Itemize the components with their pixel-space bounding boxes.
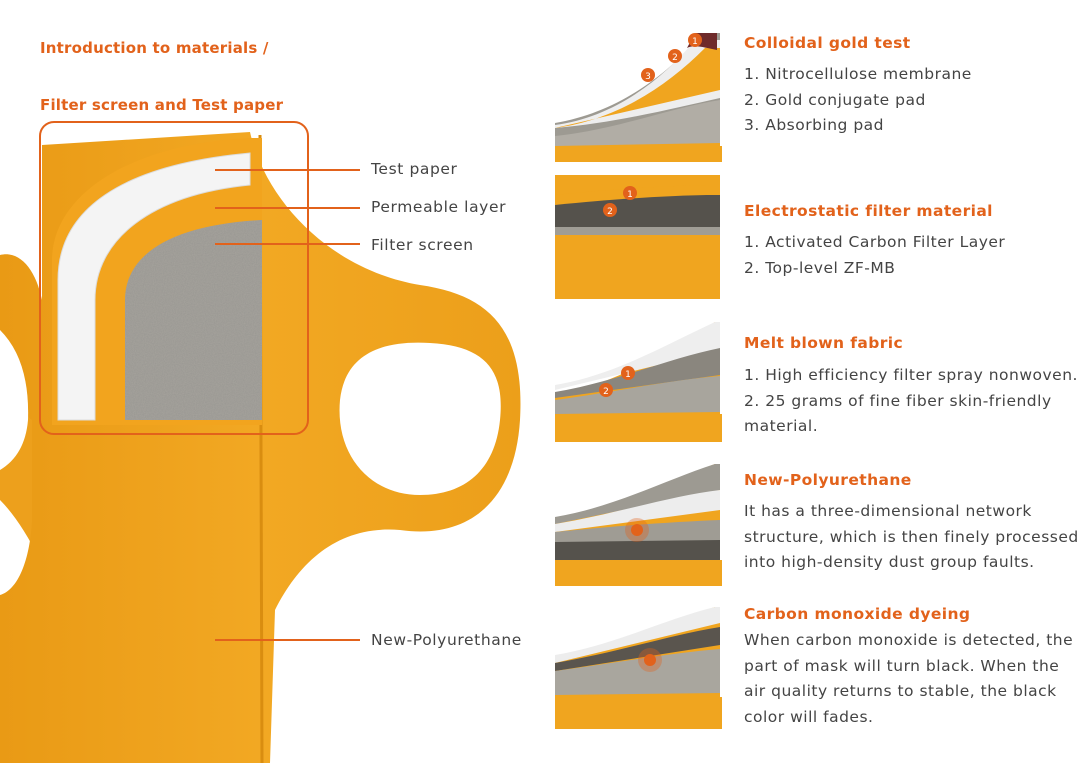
section-title-carbon-monoxide-dyeing: Carbon monoxide dyeing bbox=[744, 605, 971, 623]
list-item: When carbon monoxide is detected, the bbox=[744, 631, 1074, 649]
filter-screen-layer bbox=[125, 220, 262, 420]
list-item: It has a three-dimensional network bbox=[744, 502, 1032, 520]
svg-text:2: 2 bbox=[607, 207, 613, 217]
section-body-colloidal-gold-test: 1. Nitrocellulose membrane 2. Gold conju… bbox=[744, 62, 972, 139]
callout-test-paper: Test paper bbox=[371, 160, 458, 178]
list-item: into high-density dust group faults. bbox=[744, 553, 1035, 572]
section-title-colloidal-gold-test: Colloidal gold test bbox=[744, 34, 911, 52]
list-item: air quality returns to stable, the black bbox=[744, 682, 1057, 701]
marker-1-icon: 1 bbox=[688, 33, 702, 47]
marker-2-icon: 2 bbox=[603, 203, 617, 217]
section-body-melt-blown-fabric: 1. High efficiency filter spray nonwoven… bbox=[744, 363, 1078, 440]
list-item: 2. 25 grams of fine fiber skin-friendly bbox=[744, 391, 1052, 410]
mask-illustration bbox=[0, 121, 521, 763]
callout-permeable-layer: Permeable layer bbox=[371, 198, 507, 216]
marker-1-icon: 1 bbox=[623, 186, 637, 200]
thumbnail-carbon-monoxide-dyeing bbox=[555, 605, 722, 729]
section-title-electrostatic-filter: Electrostatic filter material bbox=[744, 202, 993, 220]
section-body-new-polyurethane: It has a three-dimensional network struc… bbox=[744, 499, 1079, 576]
marker-1-icon: 1 bbox=[621, 366, 635, 380]
list-item: 1. High efficiency filter spray nonwoven… bbox=[744, 366, 1078, 384]
svg-text:1: 1 bbox=[692, 37, 698, 47]
list-item: structure, which is then finely processe… bbox=[744, 527, 1079, 546]
svg-text:1: 1 bbox=[627, 190, 633, 200]
list-item: 1. Activated Carbon Filter Layer bbox=[744, 233, 1006, 251]
svg-text:3: 3 bbox=[645, 72, 651, 82]
list-item: material. bbox=[744, 417, 819, 436]
svg-text:1: 1 bbox=[625, 370, 631, 380]
page-subtitle: Filter screen and Test paper bbox=[40, 96, 284, 114]
callout-filter-screen: Filter screen bbox=[371, 236, 474, 254]
marker-2-icon: 2 bbox=[599, 383, 613, 397]
section-title-new-polyurethane: New-Polyurethane bbox=[744, 471, 912, 489]
thumbnail-colloidal-gold-test: 1 2 3 bbox=[555, 28, 722, 162]
highlight-dot-icon bbox=[644, 654, 656, 666]
section-body-electrostatic-filter: 1. Activated Carbon Filter Layer 2. Top-… bbox=[744, 230, 1005, 281]
list-item: color will fades. bbox=[744, 707, 874, 726]
page-title: Introduction to materials / bbox=[40, 39, 269, 57]
section-body-carbon-monoxide-dyeing: When carbon monoxide is detected, the pa… bbox=[744, 628, 1073, 730]
thumbnail-electrostatic-filter: 1 2 bbox=[555, 175, 722, 299]
list-item: 3. Absorbing pad bbox=[744, 116, 884, 135]
thumbnail-melt-blown-fabric: 1 2 bbox=[555, 320, 722, 442]
list-item: 1. Nitrocellulose membrane bbox=[744, 65, 972, 83]
callout-new-polyurethane: New-Polyurethane bbox=[371, 631, 522, 649]
thumbnail-new-polyurethane bbox=[555, 462, 722, 586]
svg-text:2: 2 bbox=[603, 387, 609, 397]
list-item: 2. Gold conjugate pad bbox=[744, 90, 926, 109]
marker-3-icon: 3 bbox=[641, 68, 655, 82]
list-item: 2. Top-level ZF-MB bbox=[744, 258, 896, 277]
list-item: part of mask will turn black. When the bbox=[744, 656, 1060, 675]
detail-highlight-frame bbox=[39, 121, 309, 435]
marker-2-icon: 2 bbox=[668, 49, 682, 63]
svg-text:2: 2 bbox=[672, 53, 678, 63]
section-title-melt-blown-fabric: Melt blown fabric bbox=[744, 334, 904, 352]
highlight-dot-icon bbox=[631, 524, 643, 536]
